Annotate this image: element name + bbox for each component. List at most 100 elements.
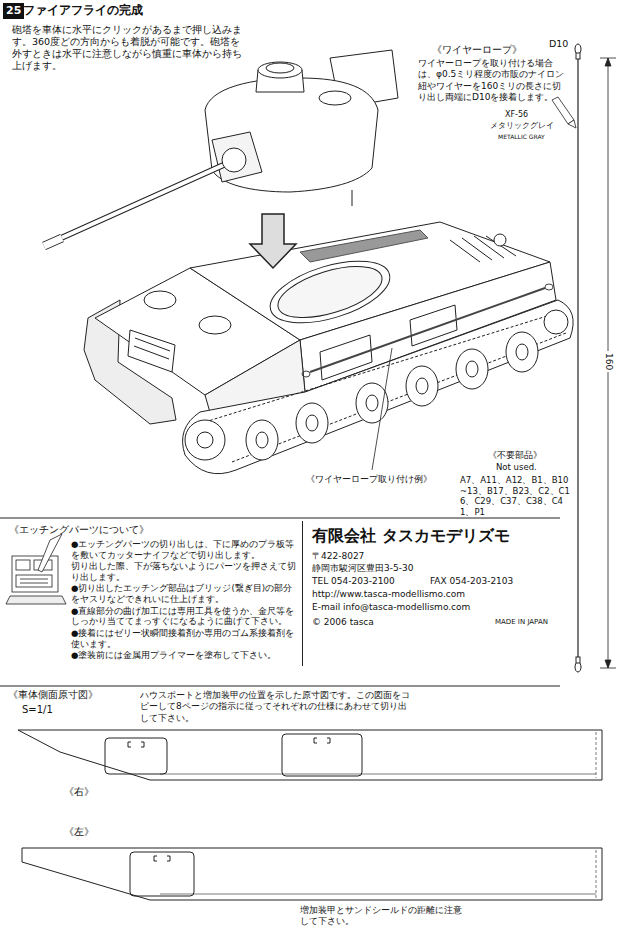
tank-hull <box>300 230 428 262</box>
hull-side-template <box>596 850 597 898</box>
tank-hull <box>135 338 170 351</box>
parts-list: A7、A11、A12、B1、B10~13、B17、B23、C2、C16、C29、… <box>460 475 572 518</box>
turret <box>319 91 351 105</box>
instruction-text: ハウスボートと増加装甲の位置を示した原寸図です。この図面をコピーして8ページの指… <box>140 690 410 724</box>
track-assembly <box>516 344 528 360</box>
paint-brush-icon <box>568 120 576 128</box>
track-assembly <box>256 432 268 448</box>
view-label: 《右》 <box>64 786 94 799</box>
origin-text: MADE IN JAPAN <box>495 618 548 627</box>
tank-hull <box>494 234 506 246</box>
hull-side-template <box>128 742 144 747</box>
tank-hull <box>263 249 397 335</box>
etching-illustration <box>16 560 30 570</box>
turret <box>352 190 353 206</box>
web-address: http://www.tasca-modellismo.com <box>312 589 465 600</box>
etching-illustration <box>12 556 58 592</box>
note-text: Not used. <box>496 462 537 473</box>
track-assembly <box>366 395 378 411</box>
note-text: ●エッチングパーツの切り出しは、下に厚めのプラ板等を敷いてカッターナイフなどで切… <box>71 539 298 560</box>
email-address: E-mail info@tasca-modellismo.com <box>312 602 470 613</box>
step-number: 25 <box>6 4 21 18</box>
tank-hull <box>462 238 492 260</box>
tank-hull <box>199 316 231 334</box>
wire-rope-on-hull <box>545 284 553 290</box>
turret <box>44 238 62 246</box>
turret <box>44 238 62 246</box>
company-name: 有限会社 タスカモデリズモ <box>312 526 510 546</box>
hull-side-template <box>22 848 602 900</box>
copyright-text: © 2006 tasca <box>312 617 374 628</box>
turret <box>266 63 294 73</box>
etching-illustration <box>20 579 48 580</box>
hull-side-template <box>130 852 194 896</box>
etching-illustration <box>6 596 66 604</box>
dimension-line <box>600 58 616 668</box>
wire-rope-part <box>576 657 580 663</box>
dimension-line <box>605 660 611 668</box>
etching-illustration <box>6 534 66 604</box>
tank-hull <box>272 256 388 328</box>
divider-line <box>0 518 560 519</box>
divider-line <box>0 518 560 686</box>
paint-brush-icon <box>552 97 574 124</box>
wire-rope-part <box>577 54 578 662</box>
paint-name: メタリックグレイ <box>490 121 554 130</box>
paint-code: XF-56 <box>505 110 528 120</box>
note-text: ●切り出したエッチング部品はブリッジ(繋ぎ目)の部分をヤスリなどできれいに仕上げ… <box>71 583 298 604</box>
divider-line <box>0 686 560 687</box>
tank-hull <box>144 291 176 309</box>
wire-rope-on-hull <box>302 284 553 470</box>
turret <box>50 163 228 243</box>
scale-text: S=1/1 <box>22 704 53 717</box>
info-box: 《エッチングパーツについて》 ●エッチングパーツの切り出しは、下に厚めのプラ板等を… <box>5 521 303 666</box>
note-text: ●直線部分の曲げ加工には専用工具を使うか、金尺等をしっかり当ててまっすぐになるよ… <box>71 606 298 627</box>
etching-illustration <box>38 534 62 572</box>
turret <box>44 50 398 246</box>
wire-rope-part <box>575 44 581 672</box>
hull-side-template <box>18 730 602 780</box>
address-text: 〒422-8027 <box>312 551 364 562</box>
track-assembly <box>185 420 225 460</box>
track-assembly <box>246 420 278 460</box>
turret <box>222 148 246 172</box>
track-assembly <box>406 366 438 406</box>
track-assembly <box>296 403 328 443</box>
view-label: 《左》 <box>64 826 94 839</box>
note-text: ●接着にはゼリー状瞬間接着剤か専用のゴム系接着剤を使います。 <box>71 628 298 649</box>
track-assembly <box>466 361 478 377</box>
etching-illustration <box>16 575 52 587</box>
track-assembly <box>306 415 318 431</box>
section-heading: 《車体側面原寸図》 <box>8 689 98 702</box>
paint-name: METALLIC GRAY <box>498 133 545 141</box>
hull-side-template <box>18 730 602 900</box>
track-assembly <box>416 378 428 394</box>
wire-rope-on-hull <box>372 348 392 470</box>
phone-number: TEL 054-203-2100 <box>312 576 395 587</box>
step-number-box: 25 <box>3 3 24 19</box>
hull-side-template <box>282 734 362 776</box>
turret <box>205 78 378 192</box>
note-text: 切り出した際、下が落ちないようにパーツを押さえて切り出します。 <box>71 561 298 582</box>
dimension-line <box>605 58 611 66</box>
instruction-text: ワイヤーロープを取り付ける場合は、φ0.5ミリ程度の市販のナイロン紐やワイヤーを… <box>418 58 570 103</box>
tank-hull <box>128 330 175 372</box>
track-assembly <box>506 332 538 372</box>
track-assembly <box>197 432 213 448</box>
dimension-value: 160 <box>603 351 614 372</box>
turret <box>212 132 262 182</box>
tank-hull <box>134 346 169 359</box>
etching-illustration <box>20 583 48 584</box>
track-assembly <box>544 310 568 334</box>
turret <box>50 163 228 243</box>
track-assembly <box>183 300 574 474</box>
track-assembly <box>183 300 574 474</box>
hull-side-template <box>160 774 596 775</box>
callout-label: 《ワイヤーロープ取り付け例》 <box>306 474 432 485</box>
section-heading: 《不要部品》 <box>488 450 542 461</box>
hull-side-template <box>105 738 167 774</box>
section-heading: 《エッチングパーツについて》 <box>9 524 298 536</box>
paint-brush-icon <box>552 97 576 128</box>
turret <box>258 62 302 78</box>
